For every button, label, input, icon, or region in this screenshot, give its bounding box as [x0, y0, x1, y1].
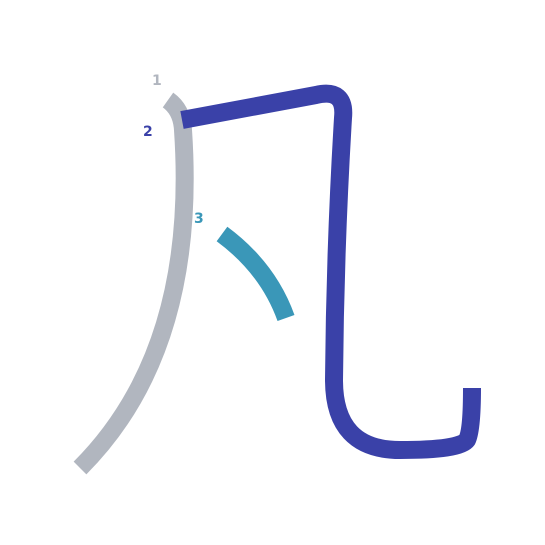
stroke-2-number: 2 — [143, 124, 153, 140]
stroke-2-path — [180, 84, 481, 459]
stroke-3-number: 3 — [194, 211, 204, 227]
stroke-1-number: 1 — [152, 73, 162, 89]
stroke-1-path — [73, 92, 194, 475]
stroke-3-path — [216, 226, 295, 322]
